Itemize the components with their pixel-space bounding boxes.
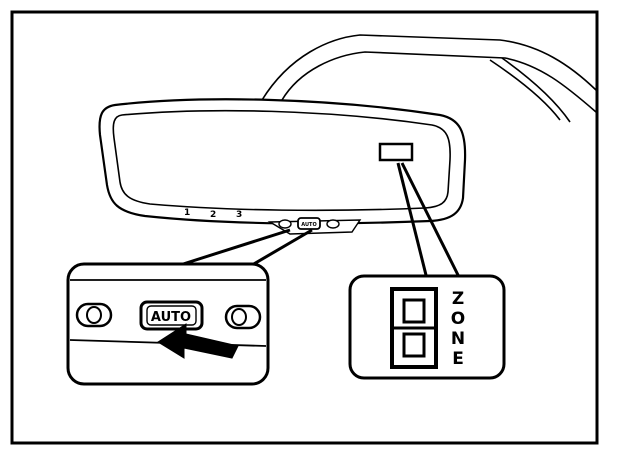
preset-label-2: 2 [210, 210, 216, 220]
button-detail-callout: AUTO [66, 262, 270, 386]
preset-label-3: 3 [236, 210, 242, 220]
compass-detail-callout: Z O N E [348, 274, 506, 380]
mirror-button-row: AUTO [278, 217, 340, 230]
rearview-mirror [98, 98, 467, 235]
mirror-auto-button[interactable] [297, 217, 321, 230]
mirror-compass-window [378, 142, 414, 162]
button-callout-leaders [179, 228, 313, 267]
callout-auto-label: AUTO [151, 310, 191, 325]
zone-number-digit [390, 287, 438, 369]
zone-letter-o: O [451, 309, 465, 329]
mirror-left-button[interactable] [278, 219, 292, 229]
preset-label-1: 1 [184, 208, 190, 218]
zone-letter-e: E [452, 349, 464, 369]
callout-left-button-inner [86, 306, 102, 324]
zone-letter-n: N [451, 329, 465, 349]
callout-auto-button-face [146, 305, 197, 326]
zone-letter-z: Z [452, 289, 464, 309]
callout-right-button-inner [231, 308, 247, 326]
windshield-lines [261, 34, 597, 123]
press-arrow-icon [157, 323, 239, 359]
mirror-right-button[interactable] [326, 219, 340, 229]
digit-inner-bottom [402, 332, 426, 358]
mirror-auto-label: AUTO [301, 222, 316, 228]
compass-callout-leaders [396, 162, 464, 284]
digit-inner-top [402, 298, 426, 324]
outer-frame [10, 10, 599, 445]
